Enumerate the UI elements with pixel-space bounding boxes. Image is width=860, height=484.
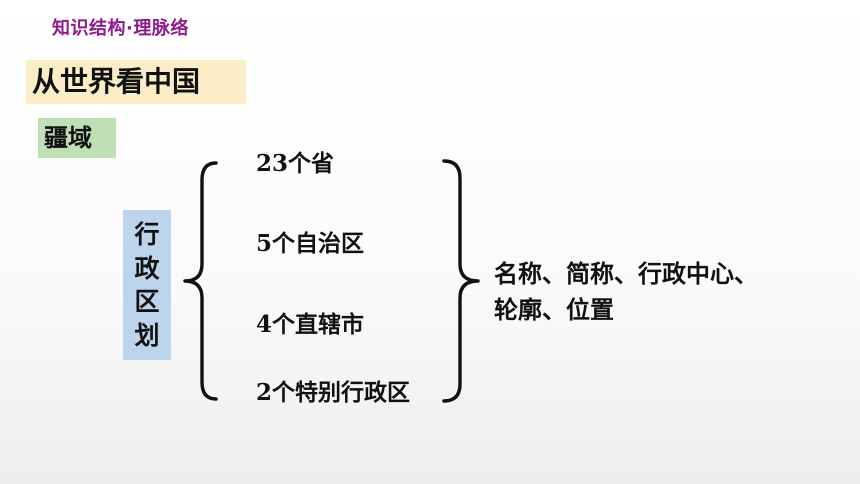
item-municipalities: 4个直辖市 [256, 305, 364, 339]
right-brace [442, 159, 480, 403]
result-text: 名称、简称、行政中心、 轮廓、位置 [494, 256, 824, 328]
topic-char: 行 [134, 220, 160, 250]
topic-char: 政 [134, 253, 160, 283]
header-title: 知识结构·理脉络 [52, 18, 189, 39]
section-title: 疆域 [38, 118, 116, 158]
result-line: 轮廓、位置 [494, 296, 614, 324]
topic-char: 划 [134, 320, 160, 350]
item-autonomous-regions: 5个自治区 [256, 224, 364, 258]
left-brace [183, 161, 218, 401]
item-label: 个省 [288, 151, 335, 177]
item-special-administrative-regions: 2个特别行政区 [256, 373, 410, 407]
result-line: 名称、简称、行政中心、 [494, 260, 758, 288]
item-label: 个特别行政区 [272, 380, 411, 406]
item-number: 2 [256, 379, 273, 406]
item-number: 23 [256, 150, 289, 177]
topic-box-administrative-divisions: 行 政 区 划 [123, 210, 171, 360]
item-label: 个自治区 [272, 231, 365, 257]
item-number: 5 [256, 230, 273, 257]
item-provinces: 23个省 [256, 144, 334, 178]
item-label: 个直辖市 [272, 312, 365, 338]
chapter-title: 从世界看中国 [26, 60, 246, 104]
topic-char: 区 [134, 287, 160, 317]
item-number: 4 [256, 311, 273, 338]
